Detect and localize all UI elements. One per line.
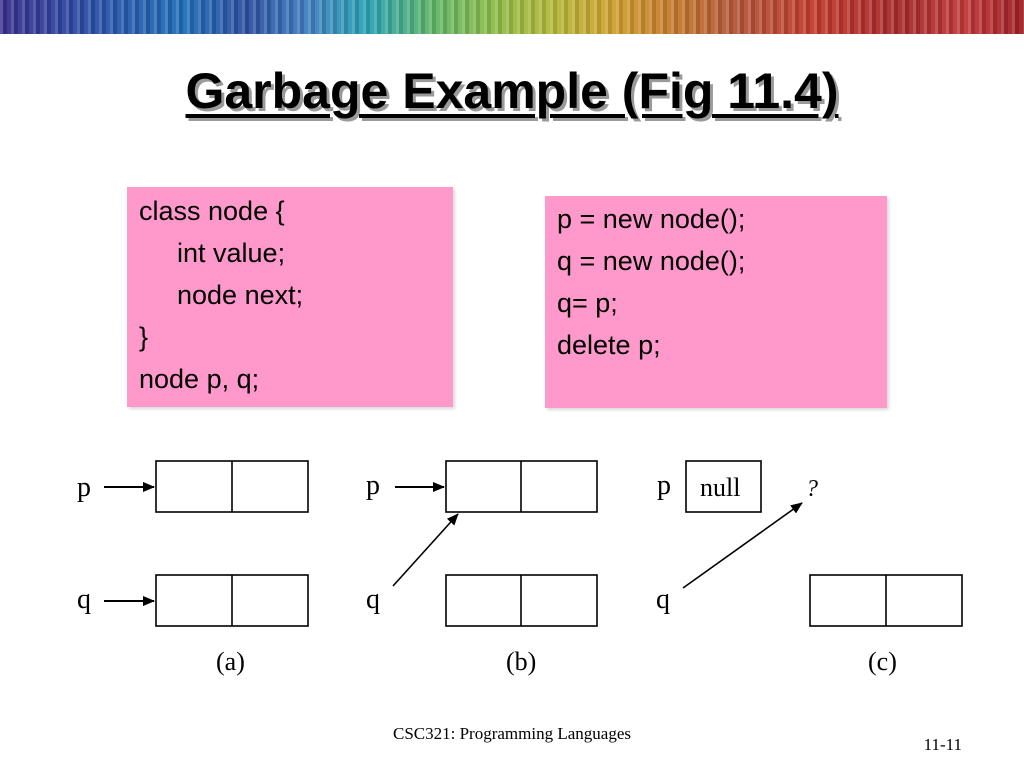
code-line: delete p;	[557, 330, 661, 360]
panel-c: p null ? q (c)	[656, 460, 963, 676]
unknown-marker: ?	[806, 476, 818, 502]
pointer-label-q: q	[77, 584, 91, 615]
panel-b: p q (b)	[366, 460, 598, 676]
panel-caption: (c)	[868, 647, 897, 676]
slide-number: 11-11	[923, 735, 962, 754]
statement-code-box: p = new node(); q = new node(); q= p; de…	[545, 196, 887, 408]
code-line: q= p;	[557, 288, 618, 318]
slide-footer: CSC321: Programming Languages	[393, 724, 631, 743]
pointer-label-q: q	[366, 584, 380, 615]
null-value: null	[700, 473, 740, 502]
pointer-arrow	[392, 513, 459, 587]
dangling-pointer-arrow	[682, 502, 803, 589]
code-line: int value;	[177, 238, 286, 268]
panel-caption: (b)	[506, 647, 536, 676]
class-definition-code-box: class node { int value; node next; } nod…	[127, 187, 453, 407]
pointer-label-p: p	[366, 470, 380, 501]
code-line: }	[139, 322, 149, 352]
code-line: node p, q;	[139, 364, 260, 394]
panel-caption: (a)	[216, 647, 245, 676]
code-line: p = new node();	[557, 204, 746, 234]
code-line: q = new node();	[557, 246, 746, 276]
code-line: node next;	[177, 280, 304, 310]
code-line: class node {	[139, 196, 285, 226]
pointer-label-p: p	[77, 472, 91, 503]
garbage-diagram: p q (a) p q (b) p null ? q (c)	[77, 460, 963, 676]
panel-a: p q (a)	[77, 460, 309, 676]
decorative-header-band	[0, 0, 1024, 34]
pointer-label-q: q	[656, 584, 670, 615]
slide-title: Garbage Example (Fig 11.4)	[185, 63, 839, 119]
null-box	[685, 460, 762, 513]
pointer-label-p: p	[657, 470, 671, 501]
